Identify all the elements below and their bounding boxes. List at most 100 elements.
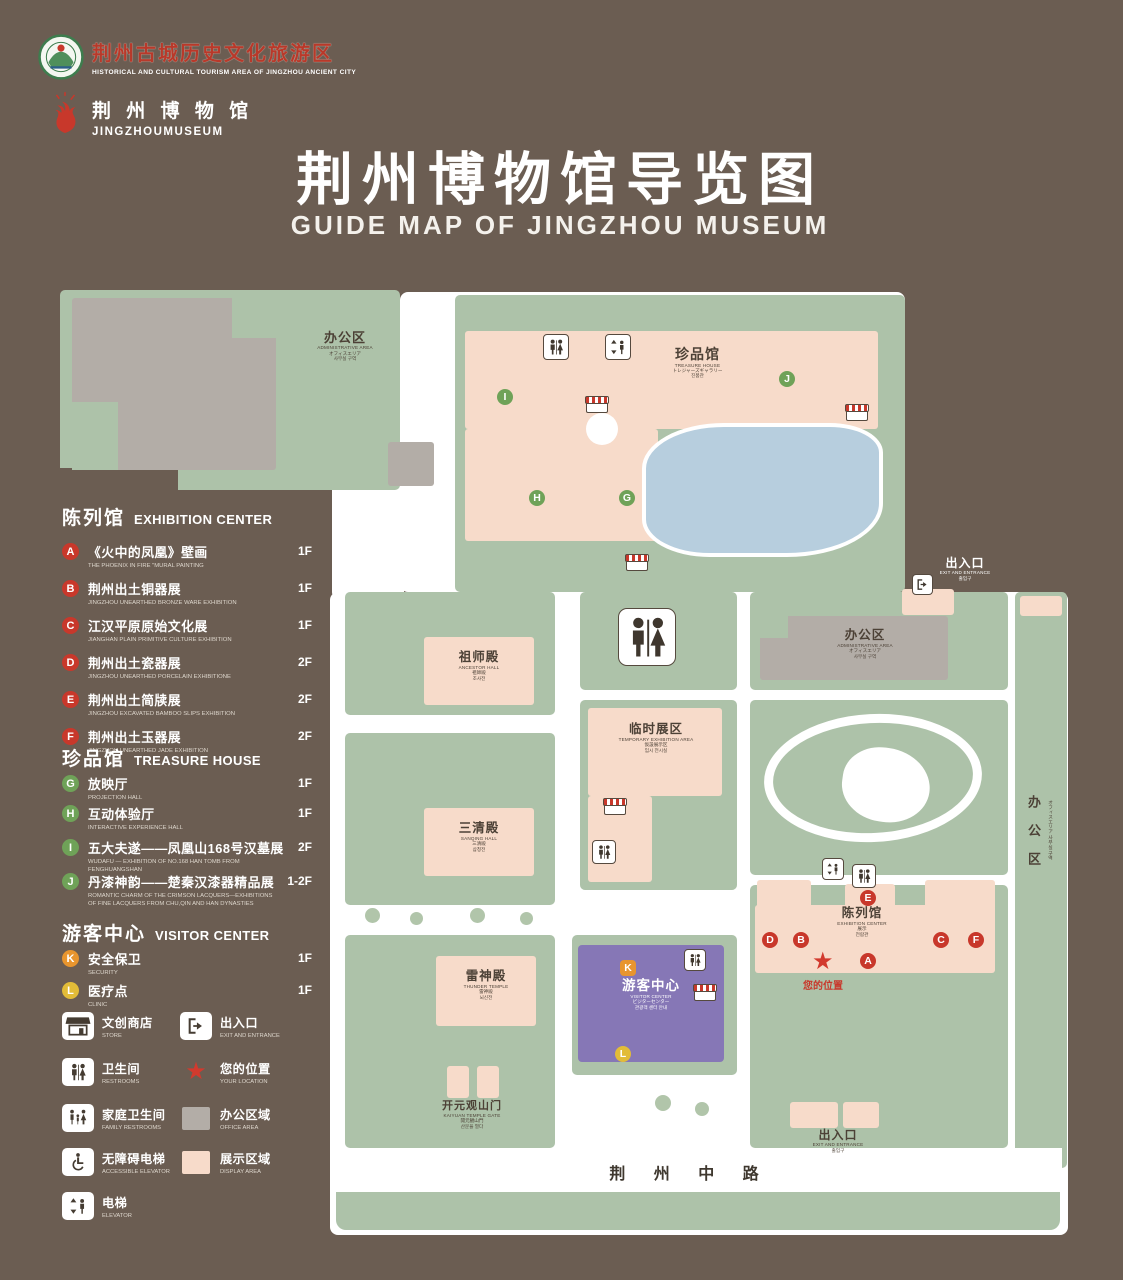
treasure-house-building-north bbox=[465, 331, 878, 429]
floor-badge: 2F bbox=[297, 840, 312, 854]
map-marker-H[interactable]: H bbox=[529, 490, 545, 506]
label-treasure-house: 珍品馆 TREASURE HOUSE トレジャーズギャラリー 진품관 bbox=[672, 346, 723, 379]
legend-item-E[interactable]: E 荆州出土简牍展 JINGZHOU EXCAVATED BAMBOO SLIP… bbox=[62, 690, 312, 719]
legend-item-B[interactable]: B 荆州出土铜器展 JINGZHOU UNEARTHED BRONZE WARE… bbox=[62, 579, 312, 608]
legend-item-I[interactable]: I 五大夫遂——凤凰山168号汉墓展 WUDAFU — EXHIBITION O… bbox=[62, 838, 312, 874]
path-connector-west bbox=[332, 470, 404, 600]
exit-icon bbox=[180, 1012, 212, 1040]
legend-symbol-office-area: 办公区域 OFFICE AREA bbox=[180, 1104, 292, 1132]
tourism-area-logo-text: 荆州古城历史文化旅游区 HISTORICAL AND CULTURAL TOUR… bbox=[92, 37, 422, 76]
thunder-temple-building bbox=[436, 956, 536, 1026]
store-icon bbox=[585, 396, 609, 413]
entrance-pad-south-2 bbox=[843, 1102, 879, 1128]
legend-item-L[interactable]: L 医疗点 CLINIC 1F bbox=[62, 981, 312, 1010]
marker-badge-B: B bbox=[62, 580, 79, 597]
floor-badge: 1F bbox=[297, 581, 312, 595]
admin-building-east bbox=[760, 616, 948, 680]
treasure-house-building-west bbox=[465, 429, 658, 541]
marker-badge-D: D bbox=[62, 654, 79, 671]
floor-badge: 1F bbox=[297, 776, 312, 790]
lawn-road-south bbox=[336, 1192, 1060, 1230]
ancestor-hall-building bbox=[424, 637, 534, 705]
museum-name-en: JINGZHOUMUSEUM bbox=[92, 126, 224, 138]
label-your-location: 您的位置 bbox=[803, 981, 843, 992]
legend-item-J[interactable]: J 丹漆神韵——楚秦汉漆器精品展 ROMANTIC CHARM OF THE C… bbox=[62, 872, 312, 908]
map-marker-F[interactable]: F bbox=[968, 932, 984, 948]
legend-item-G[interactable]: G 放映厅 PROJECTION HALL 1F bbox=[62, 774, 312, 803]
label-visitor-center: 游客中心 VISITOR CENTER ビジターセンター 관광객 센터 안내 bbox=[622, 978, 680, 1010]
marker-badge-F: F bbox=[62, 728, 79, 745]
treasure-house-courtyard bbox=[586, 413, 618, 445]
legend-item-F[interactable]: F 荆州出土玉器展 JINGZHOU UNEARTHED JADE EXHIBI… bbox=[62, 727, 312, 756]
marker-badge-E: E bbox=[62, 691, 79, 708]
temporary-exhibition-building bbox=[588, 708, 722, 796]
label-exhibition-center: 陈列馆 EXHIBITION CENTER 展示 전람관 bbox=[837, 906, 887, 937]
tourism-area-logo-icon bbox=[38, 34, 84, 80]
tree-icon bbox=[695, 1102, 709, 1116]
page-title: 荆州博物馆导览图 bbox=[296, 148, 824, 212]
floor-badge: 1F bbox=[297, 618, 312, 632]
legend-section-visitor-center: 游客中心 VISITOR CENTER bbox=[62, 924, 270, 945]
map-marker-C[interactable]: C bbox=[933, 932, 949, 948]
sanqing-hall-building bbox=[424, 808, 534, 876]
tourism-area-name-en: HISTORICAL AND CULTURAL TOURISM AREA OF … bbox=[92, 69, 357, 76]
restroom-icon bbox=[618, 608, 676, 666]
floor-badge: 1F bbox=[297, 544, 312, 558]
east-strip-pad bbox=[1020, 596, 1062, 616]
map-marker-E[interactable]: E bbox=[860, 890, 876, 906]
legend-symbol-store: 文创商店 STORE bbox=[62, 1012, 174, 1040]
map-marker-I[interactable]: I bbox=[497, 389, 513, 405]
floor-badge: 1F bbox=[297, 806, 312, 820]
office-area-swatch bbox=[182, 1106, 210, 1130]
map-marker-L[interactable]: L bbox=[615, 1046, 631, 1062]
tree-icon bbox=[365, 908, 380, 923]
floor-badge: 1F bbox=[297, 983, 312, 997]
marker-badge-G: G bbox=[62, 775, 79, 792]
display-area-swatch bbox=[182, 1150, 210, 1174]
map-marker-J[interactable]: J bbox=[779, 371, 795, 387]
legend-item-K[interactable]: K 安全保卫 SECURITY 1F bbox=[62, 949, 312, 978]
store-icon bbox=[62, 1012, 94, 1040]
floor-badge: 2F bbox=[297, 729, 312, 743]
page-subtitle: GUIDE MAP OF JINGZHOU MUSEUM bbox=[290, 210, 830, 240]
map-marker-K[interactable]: K bbox=[620, 960, 636, 976]
label-exit-south: 出入口 EXIT AND ENTRANCE 출입구 bbox=[812, 1128, 864, 1153]
admin-annex-building bbox=[388, 442, 434, 486]
tourism-area-name-zh: 荆州古城历史文化旅游区 bbox=[92, 43, 334, 65]
store-icon bbox=[625, 554, 649, 571]
legend-symbol-elevator: 电梯 ELEVATOR bbox=[62, 1192, 174, 1220]
map-marker-D[interactable]: D bbox=[762, 932, 778, 948]
floor-badge: 1F bbox=[297, 951, 312, 965]
tree-icon bbox=[655, 1095, 671, 1111]
elevator-icon bbox=[62, 1192, 94, 1220]
lawn-east-strip bbox=[1015, 592, 1067, 1168]
accessible-elevator-icon bbox=[62, 1148, 94, 1176]
legend-symbol-accessible-elevator: 无障碍电梯 ACCESSIBLE ELEVATOR bbox=[62, 1148, 174, 1176]
map-marker-B[interactable]: B bbox=[793, 932, 809, 948]
legend-item-C[interactable]: C 江汉平原原始文化展 JIANGHAN PLAIN PRIMITIVE CUL… bbox=[62, 616, 312, 645]
label-ancestor-hall: 祖师殿 ANCESTOR HALL 祖師殿 조사전 bbox=[458, 650, 500, 681]
elevator-icon bbox=[605, 334, 631, 360]
map-marker-G[interactable]: G bbox=[619, 490, 635, 506]
marker-badge-J: J bbox=[62, 873, 79, 890]
label-thunder-temple: 雷神殿 THUNDER TEMPLE 雷神殿 뇌신전 bbox=[463, 969, 509, 1000]
legend-item-A[interactable]: A 《火中的凤凰》壁画 THE PHOENIX IN FIRE "MURAL P… bbox=[62, 542, 312, 571]
legend-symbol-family-restrooms: 家庭卫生间 FAMILY RESTROOMS bbox=[62, 1104, 174, 1132]
map-marker-A[interactable]: A bbox=[860, 953, 876, 969]
marker-badge-A: A bbox=[62, 543, 79, 560]
family-restroom-icon bbox=[62, 1104, 94, 1132]
gate-pylon-west bbox=[447, 1066, 469, 1098]
tree-icon bbox=[410, 912, 423, 925]
legend-symbol-restrooms: 卫生间 RESTROOMS bbox=[62, 1058, 174, 1086]
legend-item-D[interactable]: D 荆州出土瓷器展 JINGZHOU UNEARTHED PORCELAIN E… bbox=[62, 653, 312, 682]
your-location-icon: ★ bbox=[812, 948, 834, 975]
legend-symbol-your-location: ★ 您的位置 YOUR LOCATION bbox=[185, 1058, 271, 1086]
admin-nw-notch-1 bbox=[232, 298, 276, 338]
road-label: 荆 州 中 路 bbox=[609, 1166, 771, 1183]
marker-badge-H: H bbox=[62, 805, 79, 822]
your-location-icon: ★ bbox=[185, 1058, 207, 1085]
restroom-icon bbox=[62, 1058, 94, 1086]
restroom-icon bbox=[543, 334, 569, 360]
legend-item-H[interactable]: H 互动体验厅 INTERACTIVE EXPERIENCE HALL 1F bbox=[62, 804, 312, 833]
